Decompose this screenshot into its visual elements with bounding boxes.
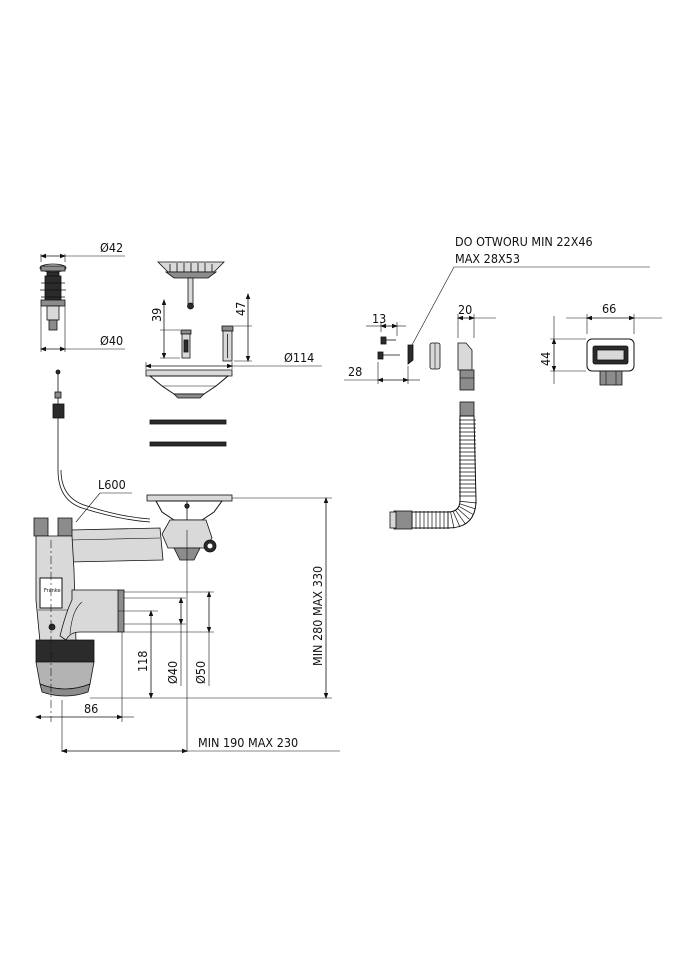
dim-42: Ø42 <box>40 240 125 262</box>
short-pin-part <box>180 329 192 359</box>
dim-50: Ø50 <box>124 591 214 686</box>
leader-l600: L600 <box>75 477 132 523</box>
dim-118: 118 <box>118 610 158 699</box>
dim-20-label: 20 <box>458 302 472 317</box>
dim-114: Ø114 <box>145 350 322 369</box>
dim-44-label: 44 <box>538 352 553 366</box>
strainer-basket-part <box>157 261 225 310</box>
dim-47-label: 47 <box>233 302 248 316</box>
hole-size-line2: MAX 28X53 <box>455 251 520 266</box>
dim-66-label: 66 <box>602 301 616 316</box>
dim-28-label: 28 <box>348 364 362 379</box>
popup-button-part <box>39 263 67 331</box>
dim-width-range: MIN 190 MAX 230 <box>61 735 340 754</box>
dim-28: 28 <box>344 362 420 384</box>
width-range-label: MIN 190 MAX 230 <box>198 735 298 750</box>
overflow-cover-part <box>429 342 441 370</box>
dim-66: 66 <box>566 301 662 334</box>
dim-42-label: Ø42 <box>100 240 123 255</box>
dim-40-bottom-label: Ø40 <box>165 661 180 684</box>
drain-flange-assembly <box>146 494 233 561</box>
corrugated-hose-part <box>389 401 477 530</box>
dim-44: 44 <box>538 316 586 384</box>
gasket-2 <box>149 441 227 447</box>
screw-parts <box>377 336 414 365</box>
hole-size-note: DO OTWORU MIN 22X46 MAX 28X53 <box>411 234 650 346</box>
dim-13: 13 <box>366 311 406 336</box>
l600-label: L600 <box>98 477 126 492</box>
overflow-fitting-part <box>457 342 475 391</box>
height-range-label: MIN 280 MAX 330 <box>310 566 325 666</box>
dim-40-bottom: Ø40 <box>124 597 186 686</box>
dim-39: 39 <box>149 299 180 359</box>
gasket-1 <box>149 419 227 425</box>
dim-47: 47 <box>233 293 252 362</box>
dim-20: 20 <box>457 302 496 338</box>
dim-118-label: 118 <box>135 651 150 672</box>
dim-86: 86 <box>35 632 134 722</box>
dim-13-label: 13 <box>372 311 386 326</box>
dim-114-label: Ø114 <box>284 350 314 365</box>
dim-50-label: Ø50 <box>193 661 208 684</box>
overflow-frame-part <box>586 338 635 386</box>
sink-flange-part <box>145 369 233 399</box>
dim-40-top: Ø40 <box>40 306 125 352</box>
long-pin-part <box>221 325 234 362</box>
dim-39-label: 39 <box>149 308 164 322</box>
dim-height-range: MIN 280 MAX 330 <box>90 497 332 699</box>
dim-40-top-label: Ø40 <box>100 333 123 348</box>
hole-size-line1: DO OTWORU MIN 22X46 <box>455 234 593 249</box>
dim-86-label: 86 <box>84 701 98 716</box>
siphon-cup <box>35 639 95 697</box>
svg-text:Franke: Franke <box>44 588 61 594</box>
bowden-cable-part <box>52 369 151 523</box>
